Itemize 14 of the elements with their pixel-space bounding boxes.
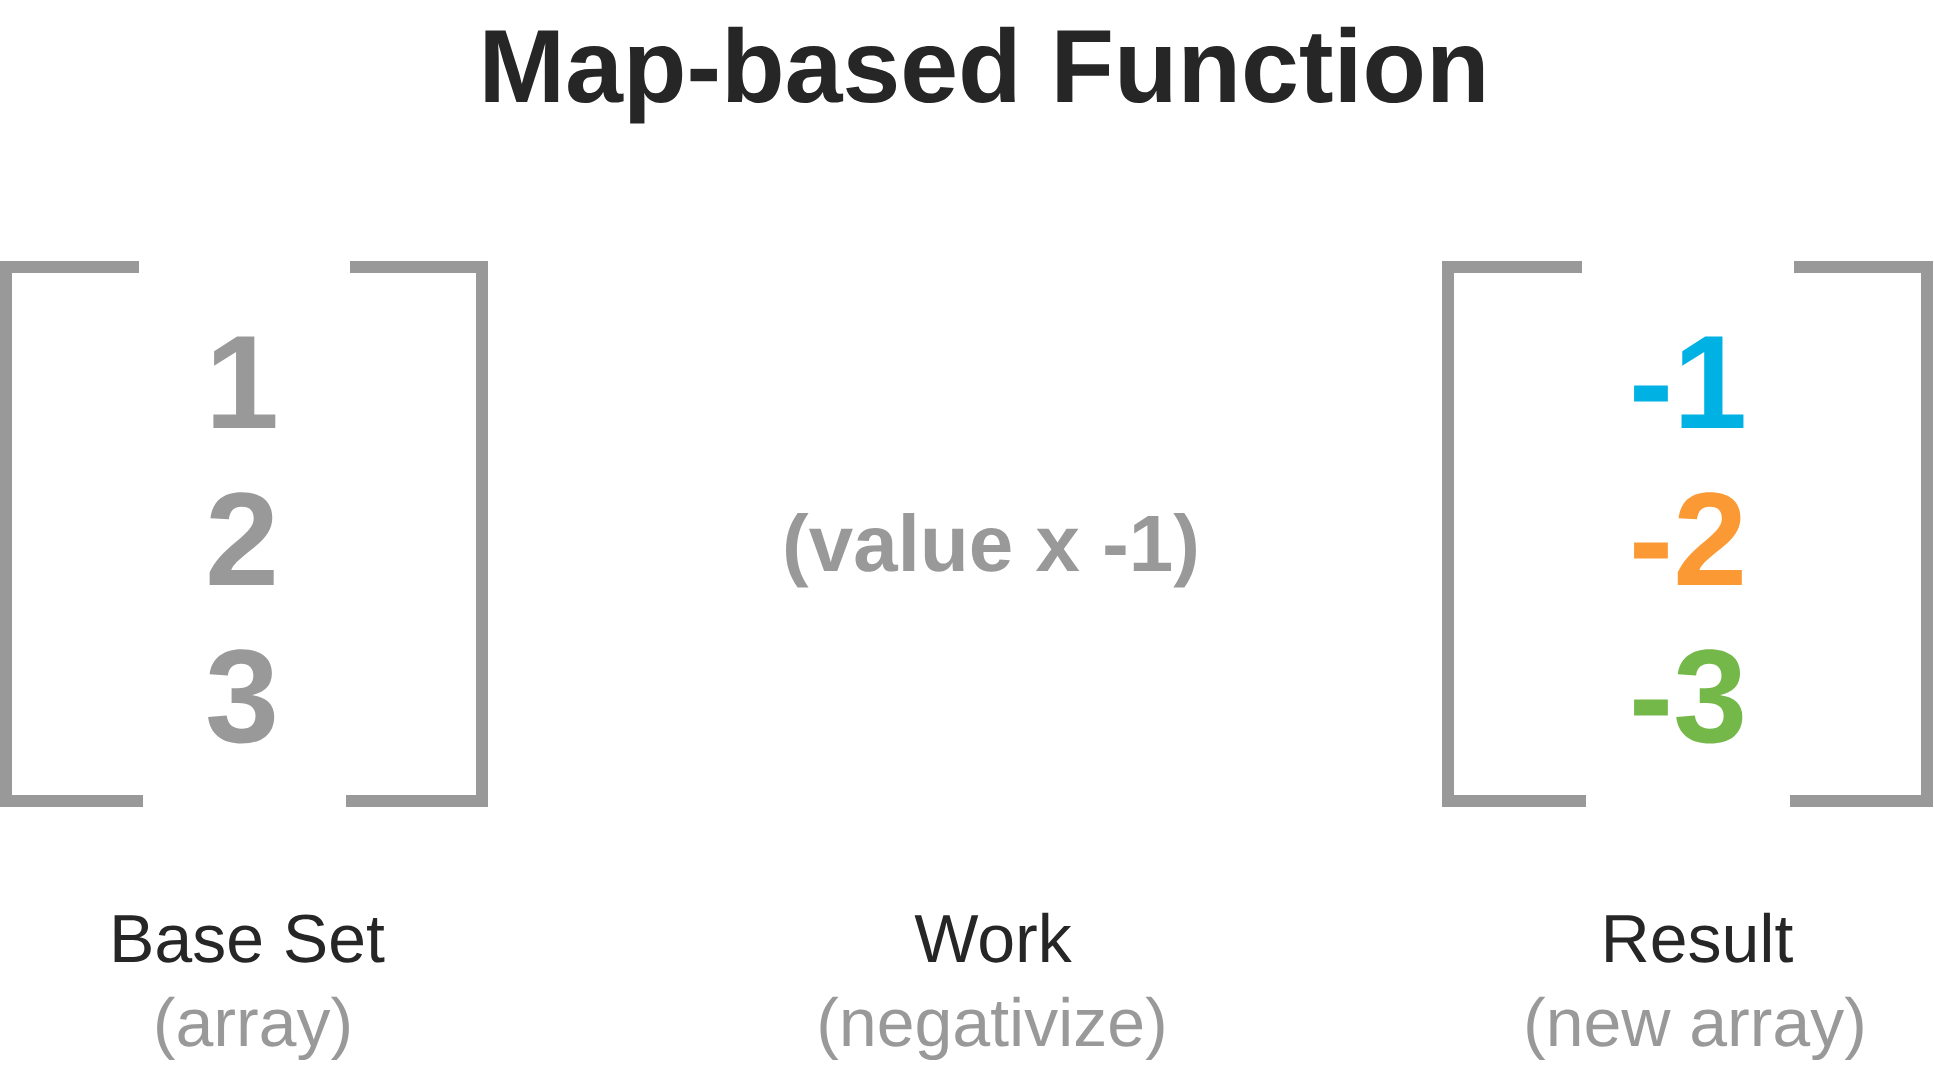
number: 1 [213, 336, 276, 428]
column-subheading: (new array) [1527, 996, 1863, 1061]
number: -1 [1634, 336, 1744, 428]
column-subheading: (negativize) [820, 996, 1164, 1061]
column-heading: Result [1606, 912, 1793, 963]
column-heading: Work [914, 912, 1072, 963]
number: -2 [1634, 492, 1742, 585]
number: -3 [1634, 649, 1743, 744]
number: 3 [208, 649, 275, 744]
operation-text: (value x -1) [786, 513, 1196, 588]
column-subheading: (array) [157, 996, 349, 1061]
title: Map-based Function [485, 26, 1484, 124]
column-heading: Base Set [114, 914, 385, 963]
number: 2 [209, 492, 274, 585]
